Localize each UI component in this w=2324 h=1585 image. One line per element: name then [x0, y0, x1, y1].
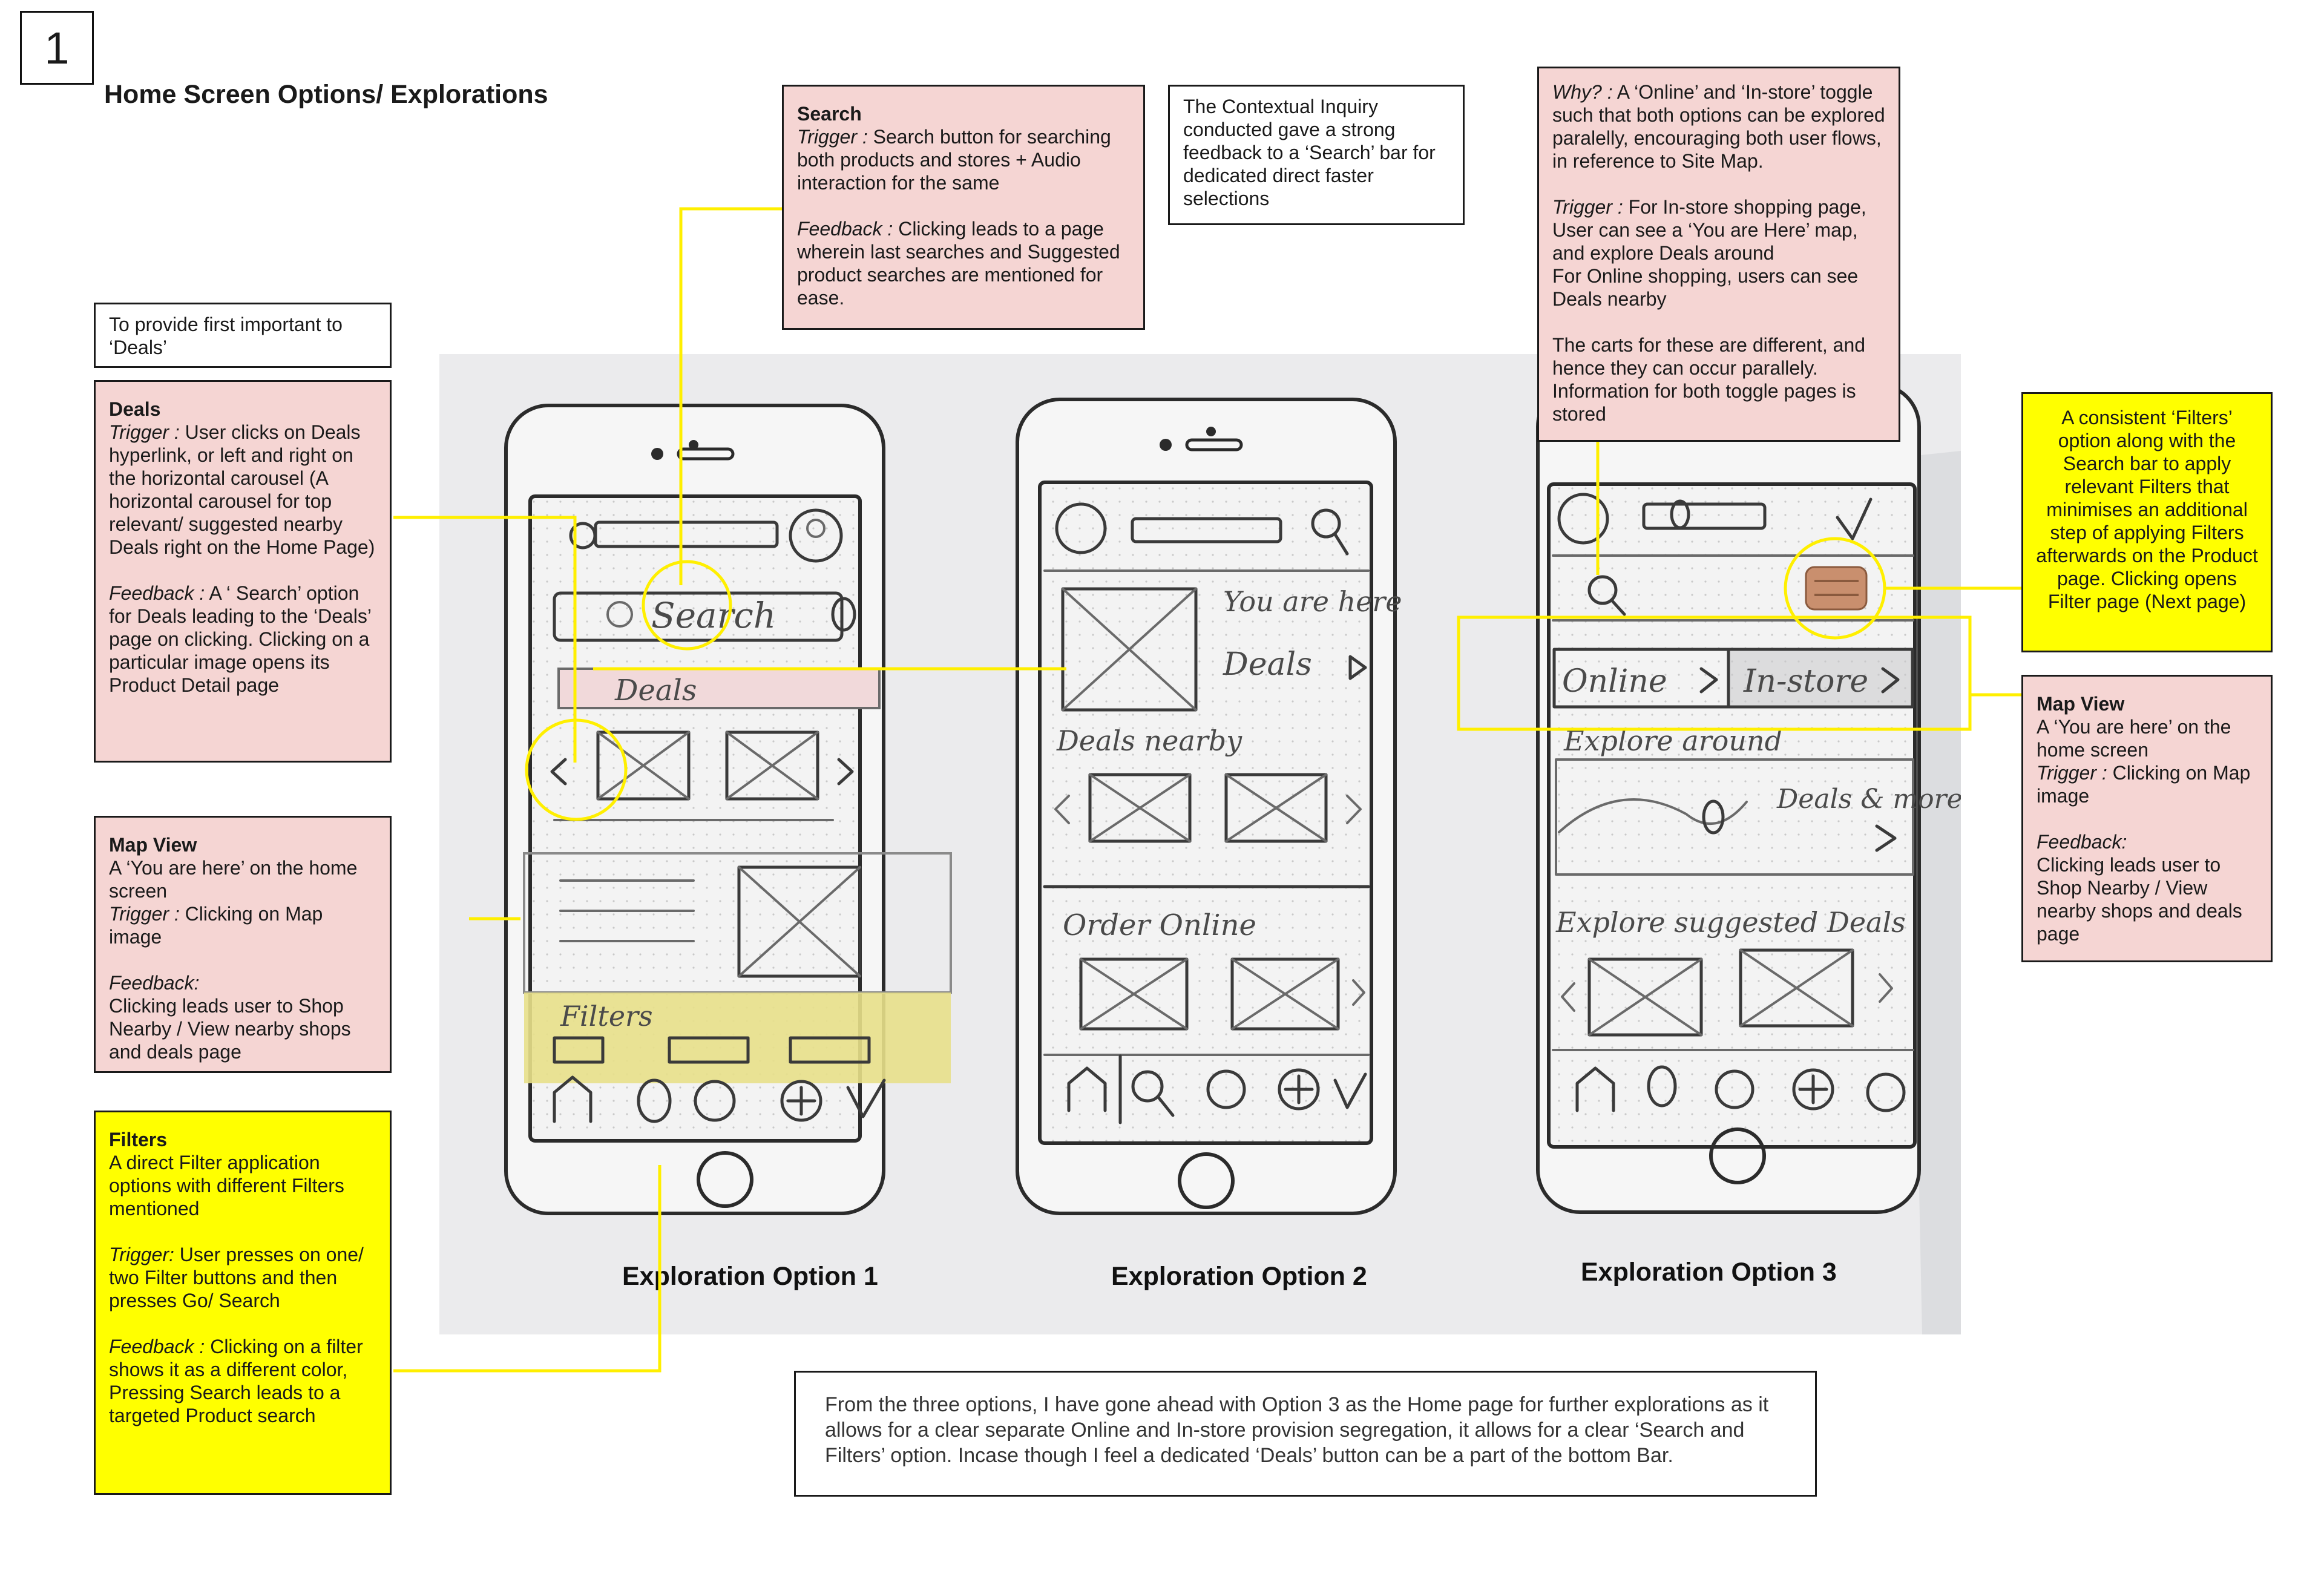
why-text: A ‘Online’ and ‘In-store’ toggle such th… [1552, 81, 1885, 172]
page-number: 1 [20, 11, 94, 85]
contextual-inquiry-note: The Contextual Inquiry conducted gave a … [1168, 85, 1465, 225]
filters-trigger-label: Trigger: [109, 1244, 174, 1265]
filters-feedback-text: Clicking on a filter shows it as a diffe… [109, 1336, 363, 1426]
search-feedback-label: Feedback : [797, 218, 893, 240]
sketch-deals-label: Deals [614, 674, 697, 707]
caption-option-2: Exploration Option 2 [1111, 1262, 1367, 1291]
map-view-note-right: Map View A ‘You are here’ on the home sc… [2021, 675, 2273, 962]
deals-note-title: Deals [109, 398, 161, 420]
map-view-left-feedback-label: Feedback: [109, 972, 200, 994]
deals-feedback-text: A ‘ Search’ option for Deals leading to … [109, 582, 371, 696]
sketch-deals-nearby: Deals nearby [1056, 724, 1242, 757]
map-view-right-intro: A ‘You are here’ on the home screen [2037, 716, 2231, 761]
map-view-right-trigger-text: Clicking on Map image [2037, 762, 2251, 807]
filters-note-title: Filters [109, 1129, 168, 1150]
deals-note: Deals Trigger : User clicks on Deals hyp… [94, 380, 392, 763]
sketch-instore-label: In-store [1743, 663, 1868, 700]
map-view-right-feedback-label: Feedback: [2037, 831, 2127, 853]
search-trigger-label: Trigger : [797, 126, 868, 148]
why-trigger-label: Trigger : [1552, 196, 1623, 218]
sketch-order-online: Order Online [1063, 908, 1256, 942]
filters-intro: A direct Filter application options with… [109, 1152, 344, 1219]
why-carts-text: The carts for these are different, and h… [1552, 334, 1866, 425]
sketch-explore-suggested: Explore suggested Deals [1555, 906, 1906, 939]
sketch-drawing: Search Deals Filters [504, 382, 1961, 1334]
map-view-left-title: Map View [109, 834, 197, 856]
search-trigger-text: Search button for searching both product… [797, 126, 1111, 194]
contextual-inquiry-text: The Contextual Inquiry conducted gave a … [1183, 96, 1436, 209]
phone-sketch-3: Online In-store Explore around Deals & m… [1536, 382, 1961, 1334]
search-note-title: Search [797, 103, 862, 125]
consistent-filters-text: A consistent ‘Filters’ option along with… [2036, 407, 2258, 612]
deals-intro-note: To provide first important to ‘Deals’ [94, 303, 392, 368]
sketch-photo: Search Deals Filters [439, 354, 1961, 1334]
filters-trigger-text: User presses on one/ two Filter buttons … [109, 1244, 364, 1311]
map-view-left-intro: A ‘You are here’ on the home screen [109, 857, 358, 902]
consistent-filters-note: A consistent ‘Filters’ option along with… [2021, 392, 2273, 652]
deals-trigger-label: Trigger : [109, 421, 180, 443]
page-title: Home Screen Options/ Explorations [104, 80, 548, 109]
search-note: Search Trigger : Search button for searc… [782, 85, 1145, 330]
sketch-search-label: Search [651, 595, 776, 636]
why-trigger-extra: For Online shopping, users can see Deals… [1552, 265, 1859, 310]
sketch-filters-label: Filters [560, 1000, 653, 1032]
deals-trigger-text: User clicks on Deals hyperlink, or left … [109, 421, 375, 558]
sketch-deals-arrow: Deals [1223, 646, 1312, 683]
filters-note: Filters A direct Filter application opti… [94, 1111, 392, 1495]
caption-option-3: Exploration Option 3 [1581, 1258, 1837, 1287]
why-label: Why? : [1552, 81, 1613, 103]
conclusion-text: From the three options, I have gone ahea… [825, 1393, 1769, 1467]
why-trigger-text: For In-store shopping page, User can see… [1552, 196, 1866, 264]
phone-sketch-2: You are here Deals Deals nearby Order On… [1016, 398, 1402, 1215]
map-view-note-left: Map View A ‘You are here’ on the home sc… [94, 816, 392, 1073]
map-view-right-feedback-text: Clicking leads user to Shop Nearby / Vie… [2037, 854, 2242, 945]
filters-feedback-label: Feedback : [109, 1336, 205, 1357]
sketch-explore-around: Explore around [1563, 724, 1782, 757]
deals-feedback-label: Feedback : [109, 582, 205, 604]
sketch-online-label: Online [1562, 663, 1667, 700]
phone-sketch-1: Search Deals Filters [504, 404, 952, 1215]
map-view-left-trigger-text: Clicking on Map image [109, 903, 323, 948]
why-toggle-note: Why? : A ‘Online’ and ‘In-store’ toggle … [1537, 67, 1900, 442]
deals-intro-text: To provide first important to ‘Deals’ [109, 313, 343, 358]
sketch-deals-more: Deals & more [1776, 784, 1961, 815]
search-feedback-text: Clicking leads to a page wherein last se… [797, 218, 1120, 309]
sketch-you-are-here: You are here [1223, 585, 1402, 618]
conclusion-note: From the three options, I have gone ahea… [794, 1371, 1817, 1497]
map-view-left-feedback-text: Clicking leads user to Shop Nearby / Vie… [109, 995, 351, 1063]
map-view-right-trigger-label: Trigger : [2037, 762, 2107, 784]
map-view-left-trigger-label: Trigger : [109, 903, 180, 925]
caption-option-1: Exploration Option 1 [622, 1262, 878, 1291]
map-view-right-title: Map View [2037, 693, 2125, 715]
